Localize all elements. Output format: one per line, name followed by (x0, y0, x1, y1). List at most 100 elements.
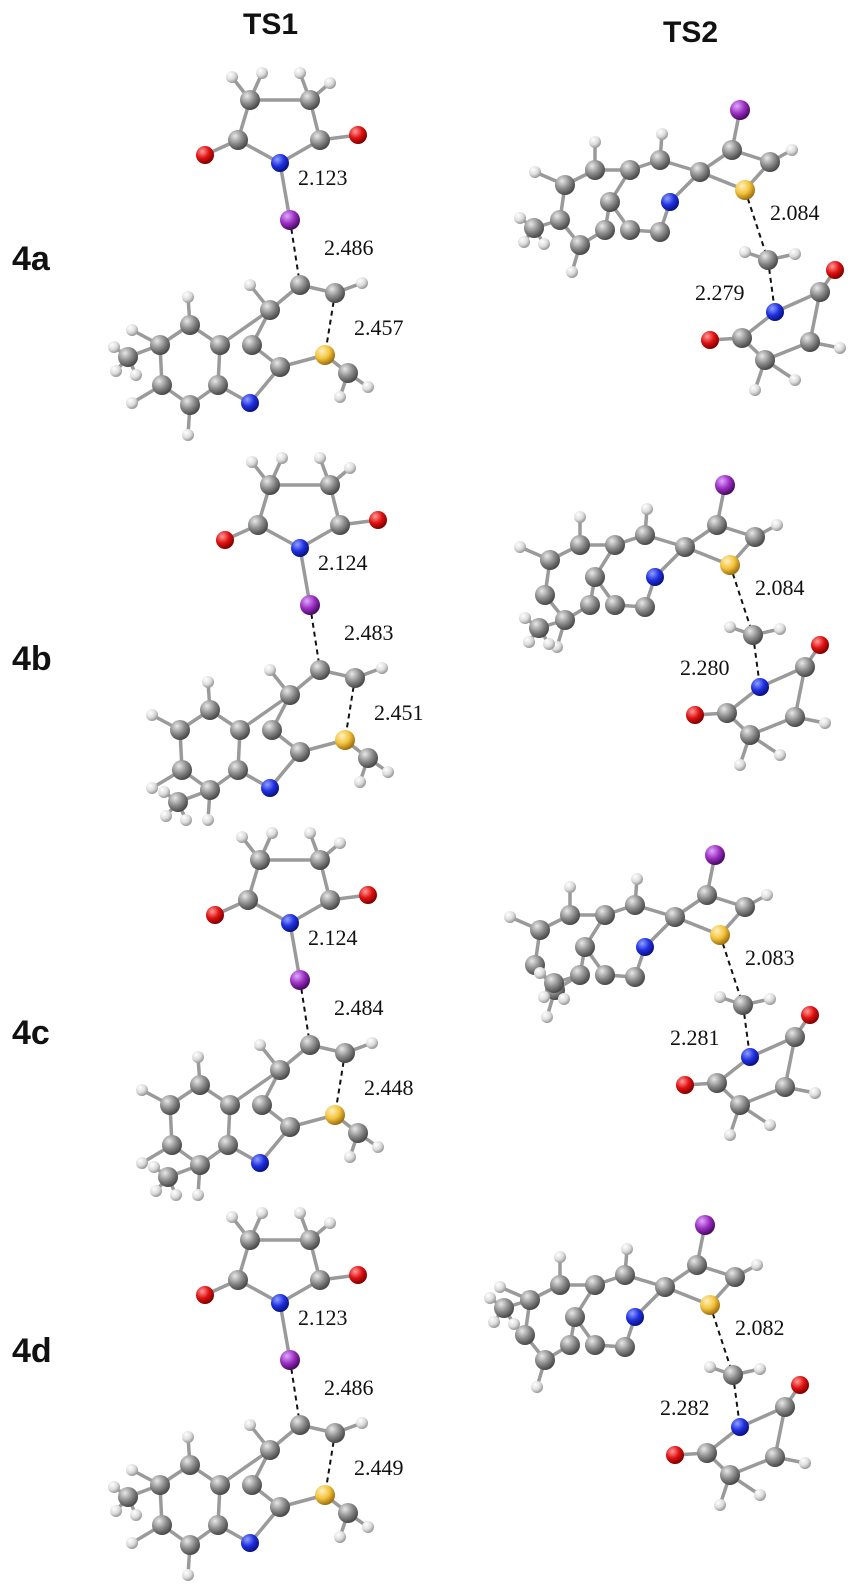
oxygen-atom (369, 511, 387, 529)
hydrogen-atom (704, 1361, 716, 1373)
hydrogen-atom (276, 452, 288, 464)
carbon-atom (570, 535, 590, 555)
hydrogen-atom (799, 1457, 811, 1469)
hydrogen-atom (130, 1509, 142, 1521)
carbon-atom (338, 363, 358, 383)
hydrogen-atom (564, 881, 576, 893)
hydrogen-atom (126, 1537, 138, 1549)
nitrogen-atom (281, 914, 299, 932)
nitrogen-atom (766, 303, 784, 321)
hydrogen-atom (202, 814, 214, 826)
carbon-atom (250, 850, 270, 870)
carbon-atom (544, 973, 564, 993)
hydrogen-atom (724, 1129, 736, 1141)
carbon-atom (745, 527, 765, 547)
carbon-atom (535, 1350, 555, 1370)
carbon-atom (605, 535, 625, 555)
iodine-atom (730, 100, 750, 120)
hydrogen-atom (266, 827, 278, 839)
bond (238, 693, 292, 732)
iodine-atom (695, 1215, 715, 1235)
distance-label-c-s: 2.451 (374, 700, 424, 725)
carbon-atom (758, 250, 778, 270)
hydrogen-atom (226, 1211, 238, 1223)
carbon-atom (260, 475, 280, 495)
hydrogen-atom (764, 993, 776, 1005)
hydrogen-atom (192, 1051, 204, 1063)
distance-label-i-c: 2.486 (324, 235, 374, 260)
hydrogen-atom (160, 810, 172, 822)
nitrogen-atom (241, 394, 259, 412)
carbon-atom (707, 1073, 727, 1093)
distance-label-n-i: 2.123 (298, 165, 348, 190)
carbon-atom (180, 1535, 200, 1555)
carbon-atom (210, 1475, 230, 1495)
hydrogen-atom (523, 636, 535, 648)
sulfur-atom (335, 730, 355, 750)
iodine-atom (280, 210, 300, 230)
oxygen-atom (349, 126, 367, 144)
carbon-atom (180, 1455, 200, 1475)
carbon-atom (240, 90, 260, 110)
hydrogen-atom (170, 1189, 182, 1201)
carbon-atom (310, 1270, 330, 1290)
oxygen-atom (196, 146, 214, 164)
carbon-atom (252, 1095, 272, 1115)
hydrogen-atom (529, 166, 541, 178)
hydrogen-atom (294, 1207, 306, 1219)
hydrogen-atom (494, 1281, 506, 1293)
nitrogen-atom (271, 1294, 289, 1312)
carbon-atom (338, 1503, 358, 1523)
carbon-atom (655, 1277, 675, 1297)
distance-label-i-c: 2.484 (334, 995, 384, 1020)
sulfur-atom (315, 1485, 335, 1505)
carbon-atom (290, 275, 310, 295)
oxygen-atom (826, 261, 844, 279)
hydrogen-atom (771, 519, 783, 531)
carbon-atom (118, 1487, 138, 1507)
distance-label-i-c: 2.483 (344, 620, 394, 645)
bond (228, 1068, 282, 1107)
hydrogen-atom (126, 397, 138, 409)
carbon-atom (697, 1443, 717, 1463)
distance-label-c-n: 2.280 (680, 655, 730, 680)
carbon-atom (228, 760, 248, 780)
carbon-atom (520, 1290, 540, 1310)
hydrogen-atom (244, 1419, 256, 1431)
hydrogen-atom (158, 786, 170, 798)
carbon-atom (248, 515, 268, 535)
hydrogen-atom (148, 1161, 160, 1173)
row-label-4b: 4b (12, 640, 52, 678)
hydrogen-atom (256, 67, 268, 79)
carbon-atom (208, 1515, 228, 1535)
carbon-atom (760, 152, 780, 172)
iodine-atom (280, 1350, 300, 1370)
hydrogen-atom (226, 71, 238, 83)
hydrogen-atom (136, 1084, 148, 1096)
distance-label-n-i: 2.124 (318, 550, 368, 575)
carbon-atom (529, 618, 549, 638)
carbon-atom (665, 907, 685, 927)
carbon-atom (733, 995, 753, 1015)
oxygen-atom (801, 1006, 819, 1024)
carbon-atom (755, 350, 775, 370)
iodine-atom (705, 845, 725, 865)
carbon-atom (210, 335, 230, 355)
sulfur-atom (700, 1295, 720, 1315)
carbon-atom (535, 585, 555, 605)
bond (218, 308, 272, 347)
hydrogen-atom (621, 1243, 633, 1255)
hydrogen-atom (739, 246, 751, 258)
carbon-atom (242, 335, 262, 355)
carbon-atom (555, 175, 575, 195)
carbon-atom (595, 220, 615, 240)
hydrogen-atom (764, 1119, 776, 1131)
carbon-atom (575, 937, 595, 957)
hydrogen-atom (294, 67, 306, 79)
carbon-atom (732, 328, 752, 348)
hydrogen-atom (334, 837, 346, 849)
nitrogen-atom (261, 779, 279, 797)
carbon-atom (300, 1035, 320, 1055)
carbon-atom (152, 1515, 172, 1535)
